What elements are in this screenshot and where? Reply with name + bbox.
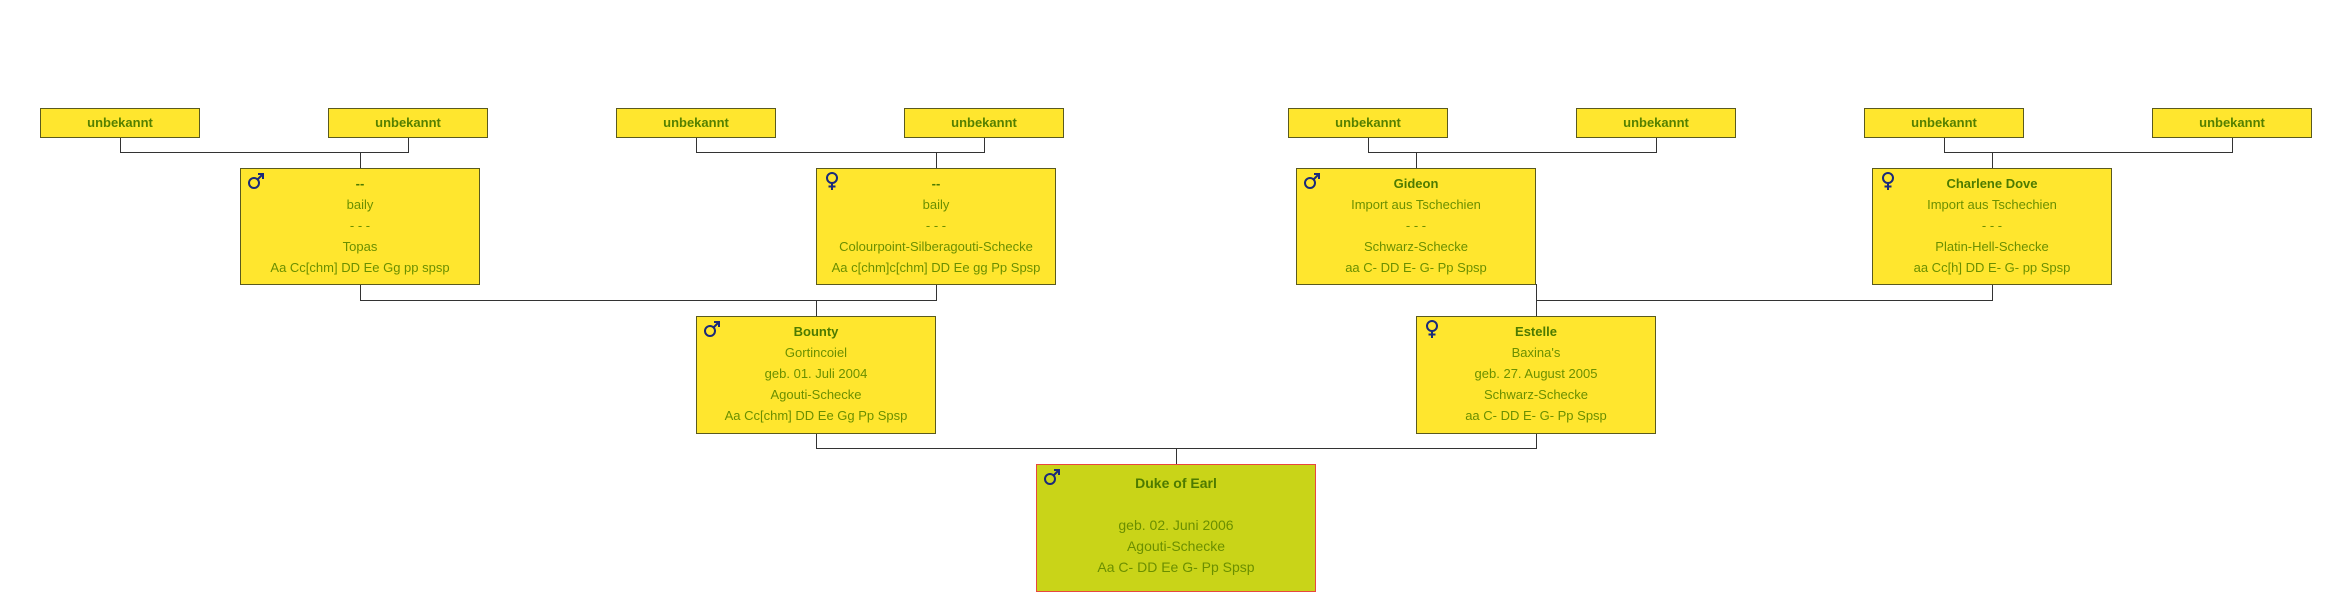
connector-line <box>696 152 985 153</box>
connector-line <box>696 137 697 153</box>
kennel-name: baily <box>922 197 950 212</box>
parent-box[interactable]: Estelle Baxina's geb. 27. August 2005 Sc… <box>1416 316 1656 434</box>
great-grandparent-name: unbekannt <box>663 115 729 130</box>
birth-date: - - - <box>1405 218 1427 233</box>
animal-name: Bounty <box>793 324 839 339</box>
connector-line <box>1944 137 1945 153</box>
connector-line <box>1368 137 1369 153</box>
great-grandparent-name: unbekannt <box>1911 115 1977 130</box>
great-grandparent-name: unbekannt <box>1623 115 1689 130</box>
kennel-name <box>1037 494 1315 515</box>
connector-line <box>936 284 937 301</box>
kennel-name: Baxina's <box>1511 345 1561 360</box>
connector-line <box>1536 300 1993 301</box>
female-symbol-icon <box>1882 172 1894 190</box>
connector-line <box>360 284 361 301</box>
connector-line <box>360 300 937 301</box>
female-symbol-icon <box>826 172 838 190</box>
connector-line <box>816 433 817 449</box>
coat-color: Topas <box>342 239 378 254</box>
coat-color: Platin-Hell-Schecke <box>1935 239 2049 254</box>
subject-box[interactable]: Duke of Earl geb. 02. Juni 2006 Agouti-S… <box>1036 464 1316 592</box>
genotype: Aa C- DD Ee G- Pp Spsp <box>1097 559 1255 575</box>
great-grandparent-name: unbekannt <box>1335 115 1401 130</box>
animal-name: -- <box>355 176 365 191</box>
great-grandparent-box[interactable]: unbekannt <box>1576 108 1736 138</box>
genotype: aa Cc[h] DD E- G- pp Spsp <box>1913 260 2071 275</box>
genotype: Aa c[chm]c[chm] DD Ee gg Pp Spsp <box>831 260 1041 275</box>
connector-line <box>1536 300 1537 316</box>
connector-line <box>1416 152 1417 168</box>
coat-color: Colourpoint-Silberagouti-Schecke <box>839 239 1033 254</box>
connector-line <box>1368 152 1657 153</box>
male-symbol-icon <box>704 321 720 337</box>
great-grandparent-box[interactable]: unbekannt <box>1864 108 2024 138</box>
genotype: Aa Cc[chm] DD Ee Gg Pp Spsp <box>724 408 908 423</box>
connector-line <box>120 137 121 153</box>
animal-name: -- <box>931 176 941 191</box>
grandparent-box[interactable]: -- baily - - - Colourpoint-Silberagouti-… <box>816 168 1056 285</box>
male-symbol-icon <box>1044 469 1060 485</box>
connector-line <box>816 300 817 316</box>
genotype: Aa Cc[chm] DD Ee Gg pp spsp <box>270 260 450 275</box>
connector-line <box>1536 284 1537 301</box>
genotype: aa C- DD E- G- Pp Spsp <box>1465 408 1607 423</box>
great-grandparent-box[interactable]: unbekannt <box>328 108 488 138</box>
animal-name: Gideon <box>1393 176 1439 191</box>
connector-line <box>936 152 937 168</box>
connector-line <box>1536 433 1537 449</box>
male-symbol-icon <box>248 173 264 189</box>
great-grandparent-box[interactable]: unbekannt <box>904 108 1064 138</box>
animal-name: Duke of Earl <box>1135 475 1217 491</box>
great-grandparent-box[interactable]: unbekannt <box>1288 108 1448 138</box>
kennel-name: Import aus Tschechien <box>1927 197 2057 212</box>
grandparent-box[interactable]: Charlene Dove Import aus Tschechien - - … <box>1872 168 2112 285</box>
connector-line <box>1992 284 1993 301</box>
connector-line <box>1176 448 1177 464</box>
great-grandparent-name: unbekannt <box>375 115 441 130</box>
male-symbol-icon <box>1304 173 1320 189</box>
connector-line <box>984 137 985 153</box>
female-symbol-icon <box>1426 320 1438 338</box>
coat-color: Schwarz-Schecke <box>1483 387 1589 402</box>
grandparent-box[interactable]: -- baily - - - Topas Aa Cc[chm] DD Ee Gg… <box>240 168 480 285</box>
kennel-name: Import aus Tschechien <box>1351 197 1481 212</box>
connector-line <box>1944 152 2233 153</box>
connector-line <box>2232 137 2233 153</box>
birth-date: - - - <box>349 218 371 233</box>
coat-color: Agouti-Schecke <box>1126 538 1226 554</box>
kennel-name: baily <box>346 197 374 212</box>
great-grandparent-box[interactable]: unbekannt <box>2152 108 2312 138</box>
animal-name: Estelle <box>1515 324 1557 339</box>
connector-line <box>1992 152 1993 168</box>
birth-date: - - - <box>1981 218 2003 233</box>
kennel-name: Gortincoiel <box>784 345 848 360</box>
connector-line <box>1656 137 1657 153</box>
great-grandparent-name: unbekannt <box>2199 115 2265 130</box>
birth-date: geb. 02. Juni 2006 <box>1118 517 1234 533</box>
birth-date: geb. 27. August 2005 <box>1474 366 1598 381</box>
great-grandparent-name: unbekannt <box>951 115 1017 130</box>
parent-box[interactable]: Bounty Gortincoiel geb. 01. Juli 2004 Ag… <box>696 316 936 434</box>
connector-line <box>360 152 361 168</box>
birth-date: geb. 01. Juli 2004 <box>764 366 868 381</box>
coat-color: Schwarz-Schecke <box>1363 239 1469 254</box>
birth-date: - - - <box>925 218 947 233</box>
grandparent-box[interactable]: Gideon Import aus Tschechien - - - Schwa… <box>1296 168 1536 285</box>
genotype: aa C- DD E- G- Pp Spsp <box>1345 260 1487 275</box>
coat-color: Agouti-Schecke <box>770 387 862 402</box>
animal-name: Charlene Dove <box>1946 176 2038 191</box>
great-grandparent-box[interactable]: unbekannt <box>616 108 776 138</box>
great-grandparent-box[interactable]: unbekannt <box>40 108 200 138</box>
connector-line <box>120 152 409 153</box>
connector-line <box>408 137 409 153</box>
great-grandparent-name: unbekannt <box>87 115 153 130</box>
